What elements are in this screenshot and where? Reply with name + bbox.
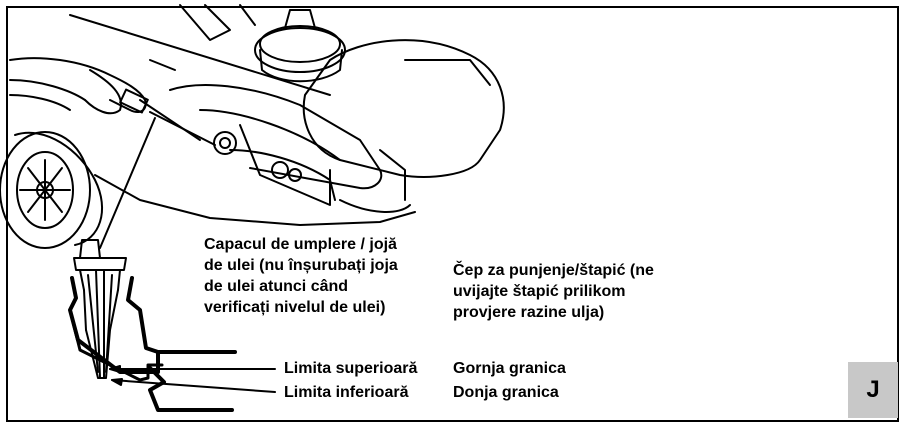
leader-line-cap-to-dipstick [99, 117, 156, 249]
ro-lower-limit-label: Limita inferioară [284, 384, 409, 401]
dipstick-on-engine-illustration [119, 88, 216, 146]
mower-deck-outline [94, 174, 416, 226]
hr-cap-line-3: provjere razine ulja) [453, 304, 605, 321]
ro-cap-line-3: de ulei atunci când [204, 278, 349, 295]
upper-limit-arrow [109, 365, 121, 373]
hr-cap-line-1: Čep za punjenje/štapić (ne [453, 262, 654, 279]
hr-lower-limit-label: Donja granica [453, 384, 559, 401]
filler-neck-illustration [68, 276, 237, 412]
lower-limit-arrow [111, 378, 123, 386]
hr-cap-line-2: uvijajte štapić prilikom [453, 283, 626, 300]
wheel-illustration [0, 131, 104, 249]
figure-letter-badge: J [848, 362, 898, 418]
mower-engine-illustration [139, 9, 505, 213]
ro-upper-limit-label: Limita superioară [284, 360, 418, 377]
ro-cap-line-1: Capacul de umplere / jojă [204, 236, 397, 253]
ro-cap-line-4: verificați nivelul de ulei) [204, 299, 386, 316]
lower-limit-leader [111, 379, 276, 393]
hr-upper-limit-label: Gornja granica [453, 360, 566, 377]
ro-cap-label: Capacul de umplere / jojă de ulei (nu în… [204, 234, 398, 318]
ro-cap-line-2: de ulei (nu înșurubați joja [204, 257, 398, 274]
hr-cap-label: Čep za punjenje/štapić (ne uvijajte štap… [453, 260, 654, 323]
mower-handle-illustration [69, 4, 331, 96]
